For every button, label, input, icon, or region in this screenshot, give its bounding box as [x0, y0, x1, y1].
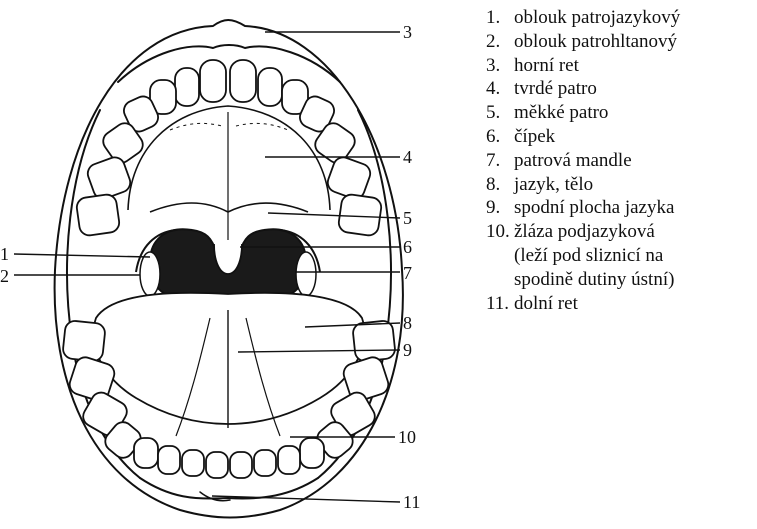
callout-5: 5	[403, 208, 412, 228]
callout-10: 10	[398, 427, 416, 447]
legend-number: 10.	[486, 220, 514, 244]
legend-number: 6.	[486, 125, 514, 149]
legend-number: 2.	[486, 30, 514, 54]
callout-3: 3	[403, 22, 412, 42]
legend-item: 10.žláza podjazyková	[486, 220, 680, 244]
tooth	[300, 438, 324, 468]
tooth	[254, 450, 276, 476]
legend-label: jazyk, tělo	[514, 173, 593, 197]
tooth	[352, 320, 396, 362]
legend-item: 5.měkké patro	[486, 101, 680, 125]
legend-label: měkké patro	[514, 101, 608, 125]
callout-4: 4	[403, 147, 412, 167]
lower-lip-inner	[140, 478, 318, 499]
callout-6: 6	[403, 237, 412, 257]
legend-number: 3.	[486, 54, 514, 78]
legend-item: 8.jazyk, tělo	[486, 173, 680, 197]
legend-item: 2.oblouk patrohltanový	[486, 30, 680, 54]
tooth	[206, 452, 228, 478]
tooth	[278, 446, 300, 474]
legend-label: oblouk patrohltanový	[514, 30, 677, 54]
legend-label-continuation: spodině dutiny ústní)	[486, 268, 674, 292]
callout-1: 1	[0, 244, 9, 264]
tooth	[230, 452, 252, 478]
callout-9: 9	[403, 340, 412, 360]
legend-number: 8.	[486, 173, 514, 197]
tooth	[175, 68, 199, 106]
tooth	[338, 193, 383, 236]
legend-label: žláza podjazyková	[514, 220, 655, 244]
legend-item: 3.horní ret	[486, 54, 680, 78]
legend-label: dolní ret	[514, 292, 578, 316]
tonsil-left	[140, 252, 160, 296]
legend-label: oblouk patrojazykový	[514, 6, 680, 30]
legend-item: 9.spodní plocha jazyka	[486, 196, 680, 220]
legend-number: 9.	[486, 196, 514, 220]
upper-teeth	[76, 60, 383, 237]
tooth	[230, 60, 256, 102]
tooth	[134, 438, 158, 468]
callout-11: 11	[403, 492, 420, 512]
tooth	[258, 68, 282, 106]
callout-7: 7	[403, 263, 412, 283]
legend-list: 1.oblouk patrojazykový 2.oblouk patrohlt…	[486, 6, 680, 315]
tooth	[62, 320, 106, 362]
legend-item: 1.oblouk patrojazykový	[486, 6, 680, 30]
legend-label: čípek	[514, 125, 555, 149]
legend-number: 5.	[486, 101, 514, 125]
callout-2: 2	[0, 266, 9, 286]
legend-label-continuation: (leží pod sliznicí na	[486, 244, 663, 268]
hard-palate-outline	[128, 106, 330, 210]
leader-1	[14, 254, 150, 257]
tooth	[76, 193, 121, 236]
legend-item-continuation: spodině dutiny ústní)	[486, 268, 680, 292]
tonsil-right	[296, 252, 316, 296]
legend-label: horní ret	[514, 54, 579, 78]
legend-item: 4.tvrdé patro	[486, 77, 680, 101]
legend-number: 11.	[486, 292, 514, 316]
upper-lip-inner	[118, 45, 340, 82]
legend-item-continuation: (leží pod sliznicí na	[486, 244, 680, 268]
tooth	[200, 60, 226, 102]
legend-label: patrová mandle	[514, 149, 632, 173]
tooth	[158, 446, 180, 474]
legend-label: spodní plocha jazyka	[514, 196, 674, 220]
legend-label: tvrdé patro	[514, 77, 597, 101]
legend-number: 1.	[486, 6, 514, 30]
soft-palate-curve	[150, 203, 308, 212]
legend-item: 6.čípek	[486, 125, 680, 149]
tooth	[182, 450, 204, 476]
legend-number: 4.	[486, 77, 514, 101]
legend-item: 11.dolní ret	[486, 292, 680, 316]
callout-8: 8	[403, 313, 412, 333]
legend-item: 7.patrová mandle	[486, 149, 680, 173]
tongue-body	[93, 293, 364, 424]
legend-number: 7.	[486, 149, 514, 173]
